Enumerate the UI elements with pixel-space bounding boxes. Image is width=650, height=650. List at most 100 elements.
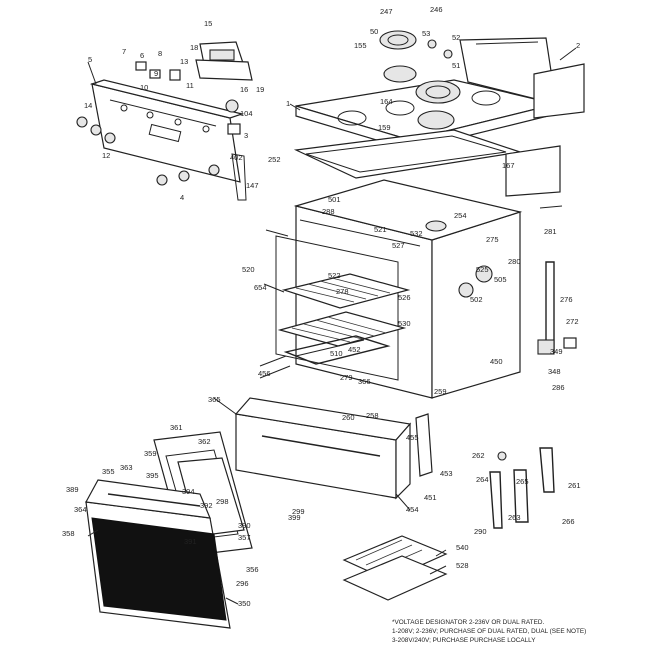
part-label: 501 — [328, 195, 341, 204]
part-label: 391 — [184, 537, 197, 546]
part-label: 6 — [140, 51, 144, 60]
part-label: 520 — [242, 265, 255, 274]
part-label: 356 — [246, 565, 259, 574]
part-label: 395 — [146, 471, 159, 480]
part-label: 258 — [366, 411, 379, 420]
part-label: 104 — [240, 109, 253, 118]
footnote-line: *VOLTAGE DESIGNATOR 2-236V OR DUAL RATED… — [392, 619, 544, 626]
part-label: 394 — [182, 487, 195, 496]
part-label: 510 — [330, 349, 343, 358]
part-label: 246 — [430, 5, 443, 14]
part-label: 259 — [434, 387, 447, 396]
part-label: 505 — [494, 275, 507, 284]
broiler-pan — [342, 535, 448, 601]
part-label: 252 — [268, 155, 281, 164]
part-label: 3 — [244, 131, 248, 140]
part-label: 528 — [456, 561, 469, 570]
part-label: 349 — [550, 347, 563, 356]
part-label: 522 — [328, 271, 341, 280]
part-label: 389 — [66, 485, 79, 494]
part-label: 350 — [238, 599, 251, 608]
part-label: 7 — [122, 47, 126, 56]
part-label: 654 — [254, 283, 267, 292]
voltage-footnote: *VOLTAGE DESIGNATOR 2-236V OR DUAL RATED… — [392, 619, 586, 644]
part-label: 286 — [552, 383, 565, 392]
leader-lines — [87, 47, 577, 605]
part-label: 275 — [486, 235, 499, 244]
part-label: 298 — [216, 497, 229, 506]
part-label: 247 — [380, 7, 393, 16]
control-panel — [89, 79, 245, 183]
part-label: 12 — [102, 151, 110, 160]
part-label: 5 — [88, 55, 92, 64]
part-label: 2 — [576, 41, 580, 50]
part-label: 452 — [348, 345, 361, 354]
part-label: 348 — [548, 367, 561, 376]
footnote-line: 1-208V; 2-236V; PURCHASE OF DUAL RATED, … — [392, 628, 586, 635]
part-label: 159 — [378, 123, 391, 132]
part-label: 262 — [472, 451, 485, 460]
part-label: 453 — [440, 469, 453, 478]
part-label: 365 — [208, 395, 221, 404]
footnote-line: 3-208V/240V; PURCHASE PURCHASE LOCALLY — [392, 637, 536, 644]
part-label: 51 — [452, 61, 460, 70]
part-label: 359 — [144, 449, 157, 458]
part-label: 265 — [516, 477, 529, 486]
part-label: 532 — [410, 229, 423, 238]
part-label: 358 — [62, 529, 75, 538]
part-label: 299 — [292, 507, 305, 516]
part-label: 11 — [186, 81, 194, 90]
part-label: 13 — [180, 57, 188, 66]
part-label: 272 — [566, 317, 579, 326]
part-label: 392 — [200, 501, 213, 510]
part-label: 399 — [288, 513, 301, 522]
part-label: 19 — [256, 85, 264, 94]
drip-tray — [293, 129, 521, 179]
part-label: 279 — [340, 373, 353, 382]
part-label: 456 — [258, 369, 271, 378]
switch-parts — [135, 61, 247, 201]
part-label: 1 — [286, 99, 290, 108]
part-label: 502 — [470, 295, 483, 304]
part-label: 53 — [422, 29, 430, 38]
part-label: 261 — [568, 481, 581, 490]
part-label: 280 — [508, 257, 521, 266]
part-label: 50 — [370, 27, 378, 36]
part-label: 355 — [102, 467, 115, 476]
part-label: 8 — [158, 49, 162, 58]
part-label: 366 — [358, 377, 371, 386]
part-label: 454 — [406, 505, 419, 514]
part-label: 527 — [392, 241, 405, 250]
part-label: 164 — [380, 97, 393, 106]
part-labels: 5 6 7 8 9 10 11 12 13 14 15 16 18 19 50 … — [62, 5, 581, 608]
part-label: 402 — [230, 153, 243, 162]
part-label: 362 — [198, 437, 211, 446]
part-label: 263 — [508, 513, 521, 522]
oven-door — [85, 479, 231, 629]
control-knobs — [76, 116, 220, 186]
part-label: 18 — [190, 43, 198, 52]
part-label: 390 — [238, 521, 251, 530]
part-label: 526 — [398, 293, 411, 302]
oven-racks — [277, 273, 411, 365]
part-label: 264 — [476, 475, 489, 484]
part-label: 290 — [474, 527, 487, 536]
part-label: 155 — [354, 41, 367, 50]
part-label: 14 — [84, 101, 92, 110]
part-label: 450 — [490, 357, 503, 366]
part-label: 16 — [240, 85, 248, 94]
part-label: 540 — [456, 543, 469, 552]
storage-drawer — [234, 397, 433, 500]
part-label: 147 — [246, 181, 259, 190]
part-label: 278 — [336, 287, 349, 296]
part-label: 530 — [398, 319, 411, 328]
part-label: 15 — [204, 19, 212, 28]
clock-display — [195, 41, 253, 81]
part-label: 266 — [562, 517, 575, 526]
part-label: 521 — [374, 225, 387, 234]
part-label: 9 — [154, 69, 158, 78]
part-label: 357 — [238, 533, 251, 542]
part-label: 363 — [120, 463, 133, 472]
part-label: 10 — [140, 83, 148, 92]
side-bracket — [505, 63, 585, 209]
